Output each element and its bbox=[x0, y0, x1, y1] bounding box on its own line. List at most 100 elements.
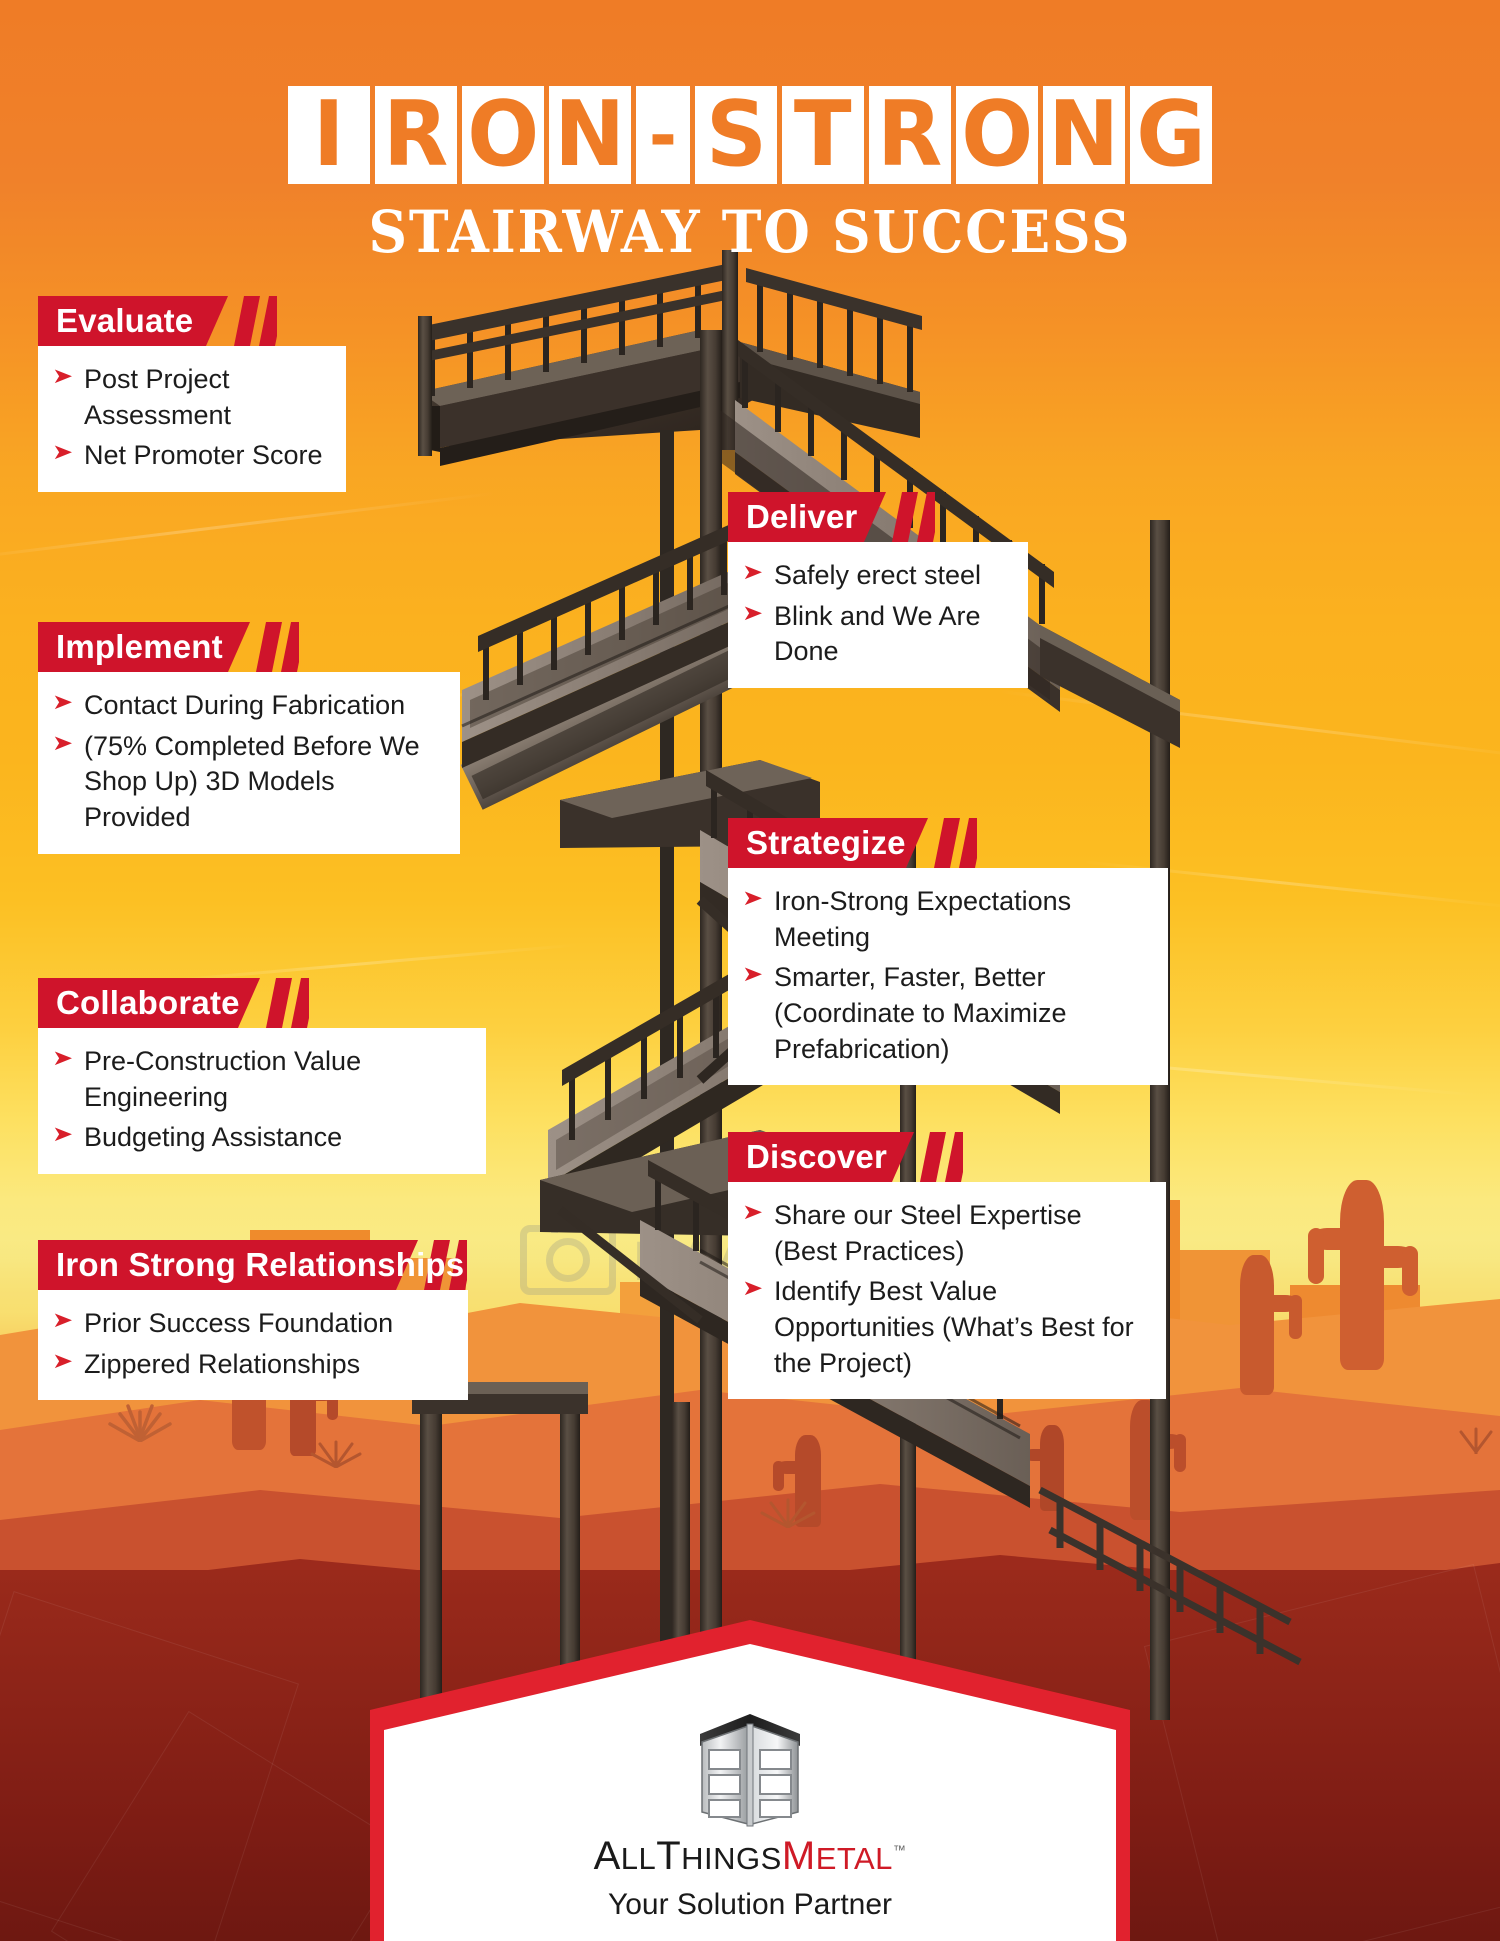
list-item: ➤ Post Project Assessment bbox=[52, 362, 328, 433]
header-slash-icon bbox=[945, 1132, 963, 1182]
chevron-right-arrow-icon: ➤ bbox=[52, 440, 73, 465]
process-card-discover: Discover ➤ Share our Steel Expertise (Be… bbox=[728, 1132, 1166, 1400]
card-header-evaluate: Evaluate bbox=[38, 296, 346, 346]
process-card-deliver: Deliver ➤ Safely erect steel ➤ Blink and… bbox=[728, 492, 1028, 688]
chevron-right-arrow-icon: ➤ bbox=[52, 1046, 73, 1070]
list-item-label: Budgeting Assistance bbox=[83, 1122, 343, 1153]
list-item-label: Pre-Construction Value Engineering bbox=[83, 1046, 362, 1112]
list-item: ➤ Contact During Fabrication bbox=[52, 688, 442, 724]
stencil-letter: N bbox=[549, 86, 631, 184]
stencil-letter: S bbox=[695, 86, 777, 184]
chevron-right-arrow-icon: ➤ bbox=[742, 1200, 763, 1224]
chevron-right-arrow-icon: ➤ bbox=[52, 690, 73, 714]
card-title: Evaluate bbox=[56, 302, 194, 339]
header-slash-icon bbox=[917, 492, 935, 542]
logo-word-a: A bbox=[593, 1834, 621, 1878]
desert-bush-icon bbox=[1452, 1420, 1500, 1459]
list-item: ➤ Safely erect steel bbox=[742, 558, 1010, 594]
chevron-right-arrow-icon: ➤ bbox=[52, 364, 73, 388]
list-item-label: Prior Success Foundation bbox=[83, 1308, 394, 1338]
list-item: ➤ (75% Completed Before We Shop Up) 3D M… bbox=[52, 729, 442, 836]
card-body-implement: ➤ Contact During Fabrication ➤ (75% Comp… bbox=[38, 672, 460, 854]
cactus-icon bbox=[1308, 1180, 1418, 1370]
list-item: ➤ Zippered Relationships bbox=[52, 1347, 450, 1383]
header-banner bbox=[38, 296, 228, 346]
cactus-icon bbox=[1240, 1255, 1302, 1395]
logo-content: ALLTHINGSMETAL™ Your Solution Partner bbox=[370, 1620, 1130, 1941]
chevron-right-arrow-icon: ➤ bbox=[52, 730, 73, 755]
list-item-label: Blink and We Are Done bbox=[773, 600, 981, 667]
list-item-label: Iron-Strong Expectations Meeting bbox=[773, 886, 1072, 952]
card-body-deliver: ➤ Safely erect steel ➤ Blink and We Are … bbox=[728, 542, 1028, 688]
desert-bush-icon bbox=[108, 1398, 172, 1447]
card-title: Deliver bbox=[746, 498, 858, 535]
list-item-label: Safely erect steel bbox=[773, 560, 982, 590]
list-item-label: Post Project Assessment bbox=[83, 364, 232, 430]
list-item-label: Net Promoter Score bbox=[83, 440, 323, 471]
header-slash-icon bbox=[281, 622, 299, 672]
process-card-strategize: Strategize ➤ Iron-Strong Expectations Me… bbox=[728, 818, 1168, 1086]
card-header-implement: Implement bbox=[38, 622, 460, 672]
header-slash-icon bbox=[959, 818, 977, 868]
list-item-label: (75% Completed Before We Shop Up) 3D Mod… bbox=[83, 730, 420, 832]
card-body-strategize: ➤ Iron-Strong Expectations Meeting ➤ Sma… bbox=[728, 868, 1168, 1086]
chevron-right-arrow-icon: ➤ bbox=[52, 1308, 73, 1332]
list-item: ➤ Iron-Strong Expectations Meeting bbox=[742, 884, 1150, 955]
chevron-right-arrow-icon: ➤ bbox=[52, 1122, 73, 1147]
list-item-label: Share our Steel Expertise (Best Practice… bbox=[773, 1200, 1082, 1266]
header-slash-icon bbox=[892, 492, 918, 542]
header-slash-icon bbox=[259, 296, 277, 346]
chevron-right-arrow-icon: ➤ bbox=[52, 1348, 73, 1373]
stencil-letter: N bbox=[1043, 86, 1125, 184]
metal-building-icon bbox=[696, 1712, 804, 1830]
header-banner bbox=[38, 622, 250, 672]
process-card-implement: Implement ➤ Contact During Fabrication ➤… bbox=[38, 622, 460, 854]
card-title: Iron Strong Relationships bbox=[56, 1246, 465, 1283]
desert-bush-icon bbox=[760, 1490, 816, 1533]
list-item: ➤ Blink and We Are Done bbox=[742, 599, 1010, 670]
list-item-label: Contact During Fabrication bbox=[83, 690, 406, 720]
header-slash-icon bbox=[291, 978, 309, 1028]
list-item: ➤ Budgeting Assistance bbox=[52, 1120, 468, 1156]
trademark-symbol: ™ bbox=[892, 1842, 907, 1858]
card-body-relationships: ➤ Prior Success Foundation ➤ Zippered Re… bbox=[38, 1290, 468, 1401]
cactus-icon bbox=[1020, 1425, 1064, 1511]
logo-word-m: M bbox=[781, 1834, 816, 1878]
card-body-evaluate: ➤ Post Project Assessment ➤ Net Promoter… bbox=[38, 346, 346, 492]
chevron-right-arrow-icon: ➤ bbox=[742, 1276, 763, 1301]
card-title: Discover bbox=[746, 1138, 888, 1175]
list-item: ➤ Net Promoter Score bbox=[52, 438, 328, 474]
header-slash-icon bbox=[234, 296, 260, 346]
stencil-letter: R bbox=[869, 86, 951, 184]
chevron-right-arrow-icon: ➤ bbox=[742, 886, 763, 910]
card-body-collaborate: ➤ Pre-Construction Value Engineering ➤ B… bbox=[38, 1028, 486, 1174]
card-title: Collaborate bbox=[56, 984, 240, 1021]
list-item-label: Smarter, Faster, Better (Coordinate to M… bbox=[773, 962, 1067, 1064]
header-slash-icon bbox=[256, 622, 282, 672]
chevron-right-arrow-icon: ➤ bbox=[742, 600, 763, 625]
logo-word-hings: HINGS bbox=[681, 1841, 782, 1876]
page-title: I R O N - S T R O N G bbox=[0, 86, 1500, 184]
list-item: ➤ Smarter, Faster, Better (Coordinate to… bbox=[742, 960, 1150, 1067]
list-item-label: Identify Best Value Opportunities (What’… bbox=[773, 1276, 1134, 1378]
stencil-letter: T bbox=[782, 86, 864, 184]
stencil-letter: - bbox=[636, 86, 690, 184]
list-item: ➤ Pre-Construction Value Engineering bbox=[52, 1044, 468, 1115]
list-item: ➤ Identify Best Value Opportunities (Wha… bbox=[742, 1274, 1148, 1381]
card-title: Implement bbox=[56, 628, 223, 665]
process-card-evaluate: Evaluate ➤ Post Project Assessment ➤ Net… bbox=[38, 296, 346, 492]
list-item: ➤ Share our Steel Expertise (Best Practi… bbox=[742, 1198, 1148, 1269]
page-subtitle: STAIRWAY TO SUCCESS bbox=[368, 198, 1132, 266]
desert-bush-icon bbox=[310, 1432, 362, 1473]
process-card-relationships: Iron Strong Relationships ➤ Prior Succes… bbox=[38, 1240, 468, 1401]
cactus-icon bbox=[1130, 1400, 1186, 1520]
logo-word-etal: ETAL bbox=[815, 1841, 893, 1876]
chevron-right-arrow-icon: ➤ bbox=[742, 560, 763, 584]
logo-tagline: Your Solution Partner bbox=[607, 1888, 893, 1921]
list-item: ➤ Prior Success Foundation bbox=[52, 1306, 450, 1342]
logo-wordmark: ALLTHINGSMETAL™ bbox=[594, 1836, 907, 1876]
chevron-right-arrow-icon: ➤ bbox=[742, 962, 763, 987]
stencil-letter: R bbox=[375, 86, 457, 184]
card-header-strategize: Strategize bbox=[728, 818, 1168, 868]
